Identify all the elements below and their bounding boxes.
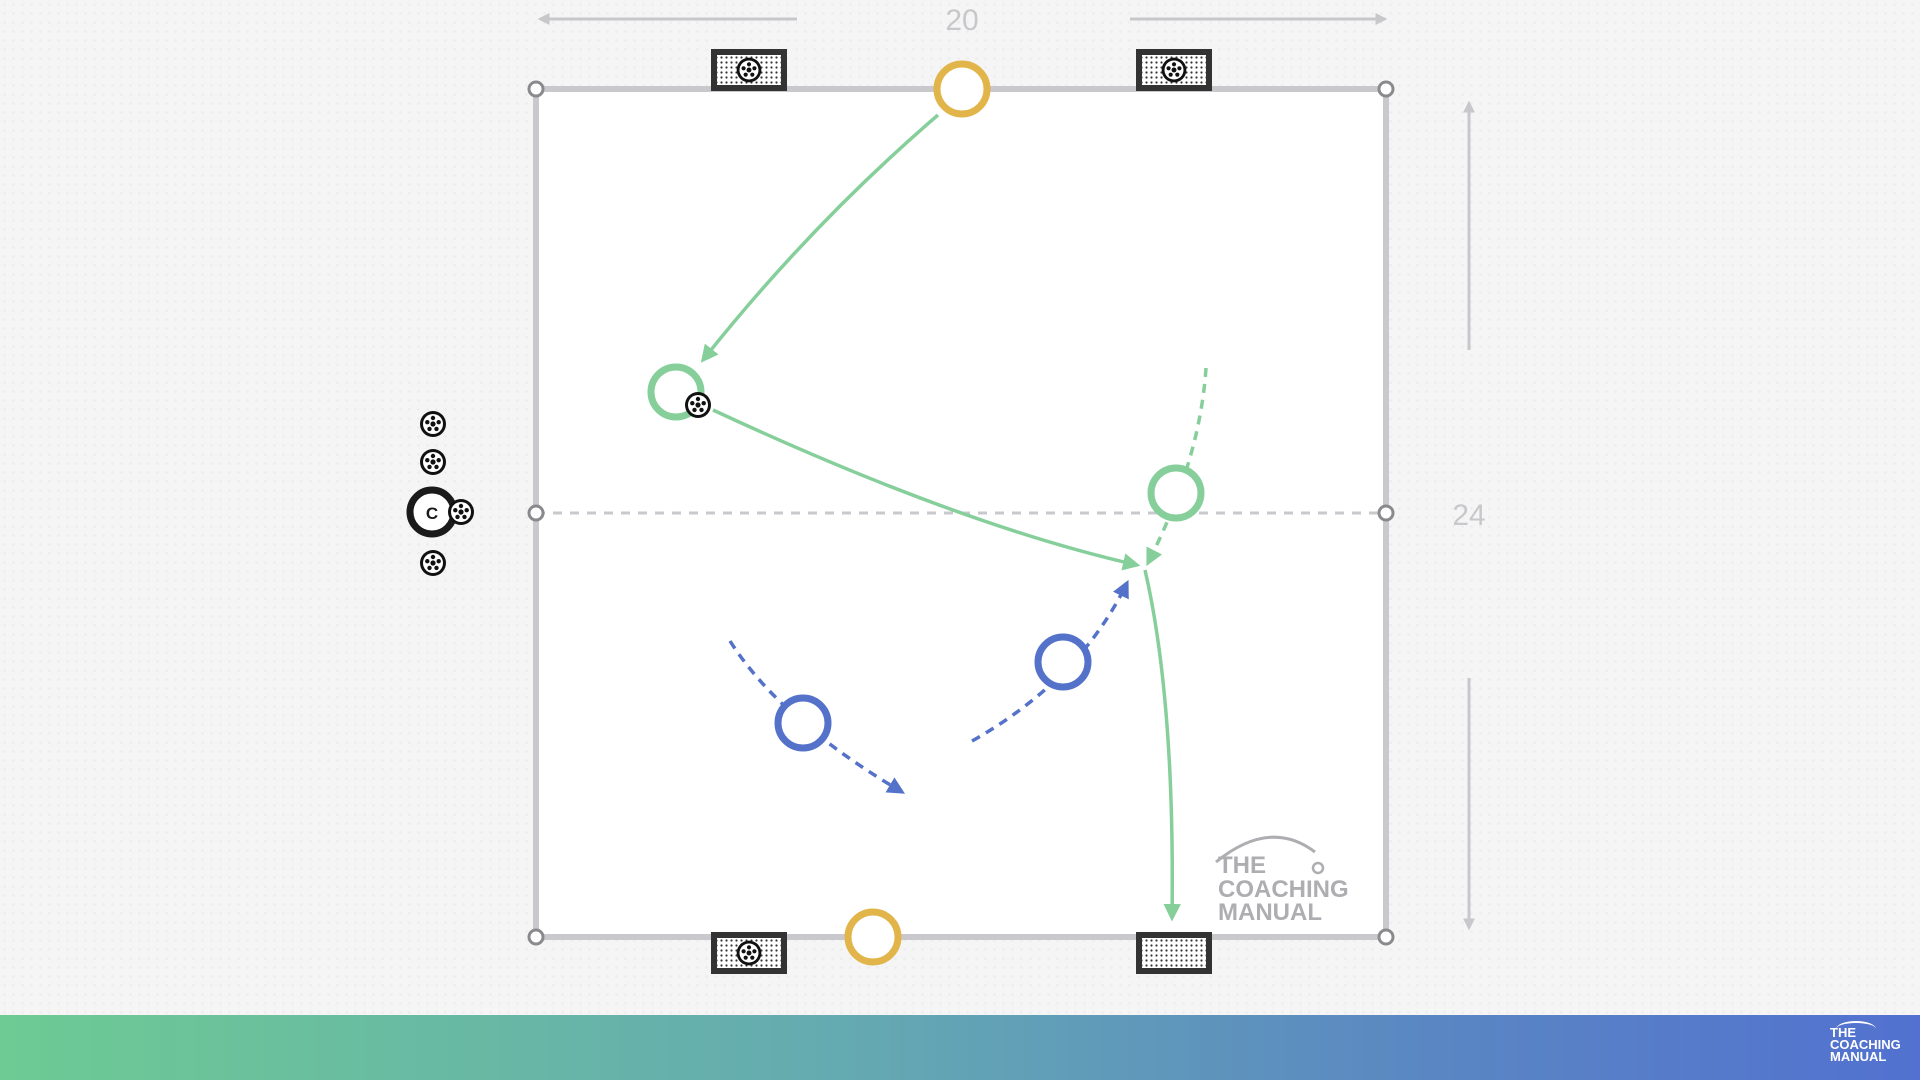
width-label: 20 bbox=[945, 4, 978, 37]
neutral-player-icon bbox=[844, 908, 902, 966]
corner-cone bbox=[527, 928, 545, 946]
coach-icon: C bbox=[406, 486, 474, 538]
footer-logo: THE COACHING MANUAL bbox=[1830, 1021, 1910, 1073]
halfway-cone bbox=[1377, 504, 1395, 522]
coach-label: C bbox=[426, 504, 438, 523]
mini-goal-icon bbox=[711, 49, 787, 91]
coaching-manual-watermark: THE COACHING MANUAL bbox=[1215, 835, 1349, 926]
run-arrow bbox=[1146, 367, 1208, 567]
mini-goal-icon bbox=[1136, 49, 1212, 91]
defender-player-icon bbox=[774, 694, 832, 752]
ball-icon bbox=[420, 449, 446, 475]
ball-icon bbox=[448, 499, 474, 525]
ball-icon bbox=[420, 550, 446, 576]
pass-arrow bbox=[700, 113, 940, 363]
corner-cone bbox=[1377, 80, 1395, 98]
footer-logo-line-2: COACHING bbox=[1830, 1037, 1901, 1052]
logo-line-2: COACHING bbox=[1218, 876, 1349, 903]
dimension-length: 24 bbox=[1452, 100, 1486, 931]
pass-arrow bbox=[712, 408, 1141, 571]
footer-logo-line-3: MANUAL bbox=[1830, 1049, 1887, 1064]
defender-player-icon bbox=[1034, 633, 1092, 691]
logo-arc bbox=[1215, 835, 1316, 864]
logo-ball bbox=[1311, 861, 1325, 875]
halfway-cone bbox=[527, 504, 545, 522]
neutral-player-icon bbox=[933, 60, 991, 118]
length-label: 24 bbox=[1452, 499, 1485, 532]
logo-line-1: THE bbox=[1218, 852, 1266, 879]
attacker-player-icon bbox=[1147, 464, 1205, 522]
footer-logo-arc bbox=[1836, 1021, 1876, 1037]
mini-goal-icon bbox=[711, 932, 787, 974]
ball-icon bbox=[685, 392, 711, 418]
shot-arrow bbox=[1143, 569, 1181, 922]
ball-icon bbox=[420, 411, 446, 437]
corner-cone bbox=[527, 80, 545, 98]
footer-bar: THE COACHING MANUAL bbox=[0, 1015, 1920, 1080]
corner-cone bbox=[1377, 928, 1395, 946]
dimension-width: 20 bbox=[537, 4, 1388, 37]
mini-goal-icon bbox=[1136, 932, 1212, 974]
logo-line-3: MANUAL bbox=[1218, 899, 1322, 926]
